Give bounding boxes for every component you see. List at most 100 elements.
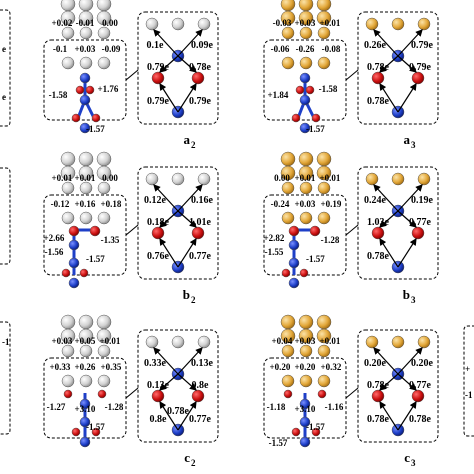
charge-arrow xyxy=(397,29,423,57)
detail-charge: 0.78e xyxy=(367,62,390,73)
gold-atom xyxy=(316,314,332,330)
side-charge: -1.55 xyxy=(265,247,284,257)
panel-b3: 0.00+0.01+0.01-0.24+0.03+0.19+2.82-1.28-… xyxy=(263,151,439,305)
side-charge: -1.58 xyxy=(49,90,68,100)
oxygen-atom xyxy=(75,85,85,95)
detail-charge: 1.01e xyxy=(189,217,212,228)
top-charge: -0.03 xyxy=(273,18,292,28)
box-charge: +0.32 xyxy=(321,362,342,372)
detail-charge: 0.77e xyxy=(409,380,432,391)
detail-charge: 0.78e xyxy=(367,96,390,107)
top-charge: +0.03 xyxy=(52,336,73,346)
detail-charge: 0.16e xyxy=(191,195,214,206)
oxygen-atom xyxy=(63,389,73,399)
silver-atom xyxy=(61,344,75,358)
charge-arrow xyxy=(397,373,417,391)
top-charge: -0.01 xyxy=(76,18,95,28)
oxygen-atom xyxy=(61,268,71,278)
top-charge: +0.05 xyxy=(75,336,96,346)
detail-charge: 0.78e xyxy=(367,380,390,391)
side-charge: -1.57 xyxy=(86,254,105,264)
gold-atom xyxy=(317,374,331,388)
oxygen-atom xyxy=(191,226,205,240)
silver-atom xyxy=(79,26,93,40)
top-charge: 0.00 xyxy=(102,18,118,28)
detail-charge: 0.79e xyxy=(189,96,212,107)
panel-label: a xyxy=(404,132,411,147)
silver-atom xyxy=(79,344,93,358)
connector-line xyxy=(125,69,139,81)
oxygen-atom xyxy=(295,85,305,95)
side-charge: +1.84 xyxy=(268,90,289,100)
charge-arrow xyxy=(397,347,423,375)
box-charge: -0.06 xyxy=(271,44,290,54)
side-charge: -1.57 xyxy=(86,124,105,134)
detail-charge: 0.09e xyxy=(191,40,214,51)
side-charge: -1.58 xyxy=(319,84,338,94)
gold-atom xyxy=(281,26,295,40)
detail-charge: 0.77e xyxy=(409,217,432,228)
edge-fragment: -1 xyxy=(465,390,473,400)
top-charge: +0.01 xyxy=(75,173,96,183)
silver-atom xyxy=(78,314,94,330)
silver-atom xyxy=(97,344,111,358)
panel-label: c xyxy=(404,450,410,465)
charge-arrow xyxy=(379,373,399,391)
gold-atom xyxy=(281,211,295,225)
side-charge: -1.57 xyxy=(306,422,325,432)
side-charge: -1.57 xyxy=(306,124,325,134)
panel-sub: 3 xyxy=(411,295,416,305)
panel-c2: +0.03+0.05+0.01+0.33+0.26+0.35-1.27+3.10… xyxy=(43,314,219,468)
side-charge: -1.57 xyxy=(86,422,105,432)
gold-atom xyxy=(316,10,332,26)
detail-charge: 0.13e xyxy=(147,380,170,391)
nitrogen-atom xyxy=(79,72,91,84)
silver-atom xyxy=(97,374,111,388)
edge-fragment: e xyxy=(2,44,6,54)
oxygen-atom xyxy=(89,225,101,237)
gold-atom xyxy=(299,181,313,195)
gold-atom xyxy=(298,328,314,344)
box-charge: +0.19 xyxy=(321,199,342,209)
gold-atom xyxy=(281,181,295,195)
top-charge: +0.01 xyxy=(320,336,341,346)
gold-atom xyxy=(391,335,405,349)
box-charge: -0.1 xyxy=(53,44,68,54)
gold-atom xyxy=(365,17,379,31)
silver-atom xyxy=(60,10,76,26)
silver-atom xyxy=(78,151,94,167)
nitrogen-atom xyxy=(299,436,311,448)
charge-arrow xyxy=(177,347,203,375)
side-charge: +2.82 xyxy=(264,233,285,243)
oxygen-atom xyxy=(68,225,80,237)
silver-atom xyxy=(79,56,93,70)
charge-arrow xyxy=(397,82,417,113)
detail-charge: 0.8e xyxy=(150,414,168,425)
detail-charge: 0.33e xyxy=(144,358,167,369)
gold-atom xyxy=(317,181,331,195)
silver-atom xyxy=(61,181,75,195)
oxygen-atom xyxy=(291,113,301,123)
side-charge: -1.57 xyxy=(306,254,325,264)
detail-charge: 0.20e xyxy=(411,358,434,369)
silver-atom xyxy=(61,26,75,40)
top-charge: +0.01 xyxy=(320,173,341,183)
side-charge: -1.28 xyxy=(321,235,340,245)
silver-atom xyxy=(97,26,111,40)
panel-label: a xyxy=(184,132,191,147)
silver-atom xyxy=(171,172,185,186)
connector-line xyxy=(125,224,139,236)
silver-atom xyxy=(97,211,111,225)
detail-box xyxy=(137,11,219,125)
panel-c3: +0.04+0.03+0.01+0.20+0.20+0.32-1.18+3.10… xyxy=(263,314,439,468)
oxygen-atom xyxy=(305,85,315,95)
panel-label: c xyxy=(184,450,190,465)
oxygen-atom xyxy=(311,427,321,437)
oxygen-atom xyxy=(191,389,205,403)
oxygen-atom xyxy=(309,225,321,237)
gold-atom xyxy=(298,0,314,12)
silver-atom xyxy=(97,181,111,195)
top-charge: 0.00 xyxy=(102,173,118,183)
panel-sub: 2 xyxy=(191,458,196,468)
